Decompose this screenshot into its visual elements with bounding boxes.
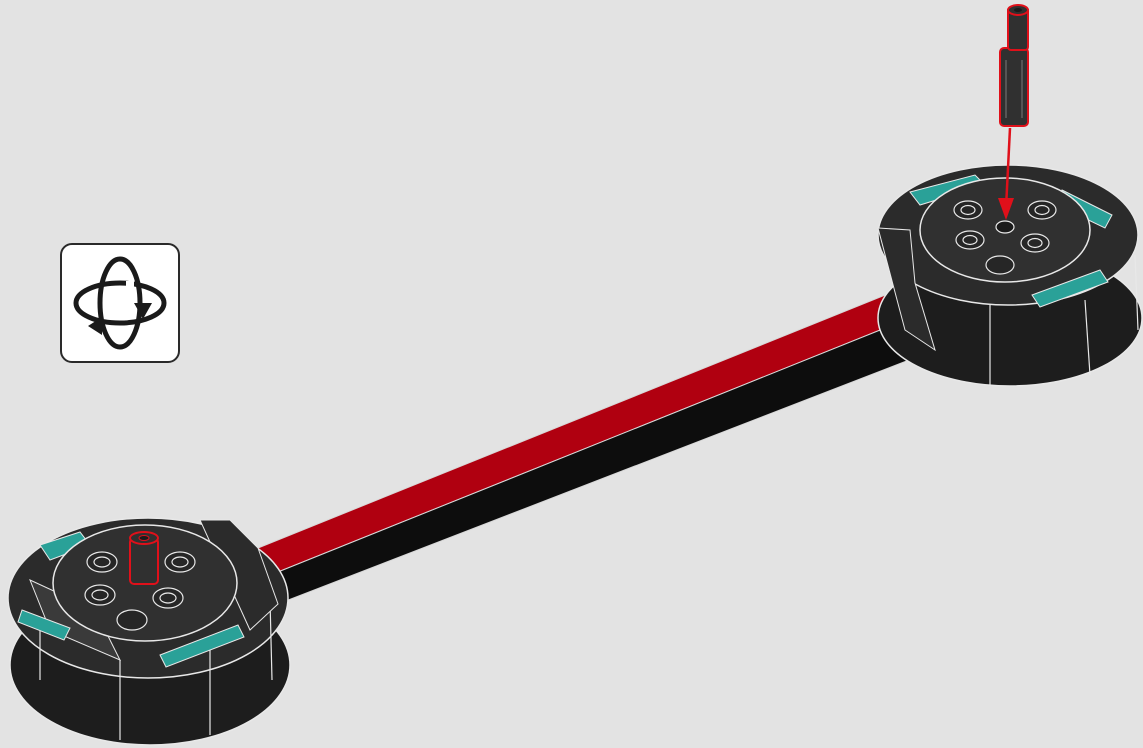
axle-pin-icon	[130, 532, 158, 584]
connector-beam	[258, 283, 935, 604]
turntable-left	[8, 518, 290, 745]
rotate-model-button[interactable]	[60, 243, 180, 363]
rotate-3d-icon	[62, 245, 178, 361]
axle-pin-icon	[1000, 5, 1028, 126]
